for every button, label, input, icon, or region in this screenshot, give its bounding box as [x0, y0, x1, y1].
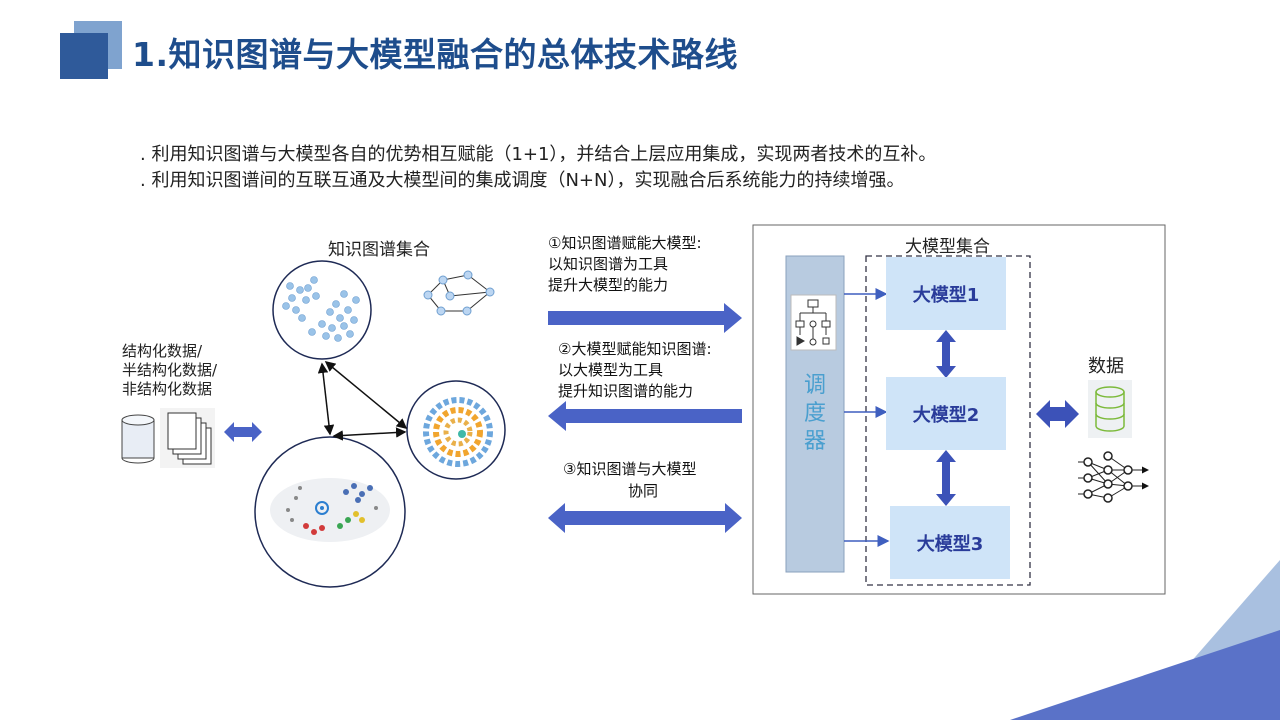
kg-connector-bottom-right	[332, 427, 407, 441]
kg-right-graph	[423, 397, 493, 467]
corner-decoration-dark	[1010, 630, 1280, 720]
bullet-1: . 利用知识图谱与大模型各自的优势相互赋能（1+1），并结合上层应用集成，实现两…	[140, 144, 937, 165]
scheduler-label: 调 度 器	[786, 372, 844, 456]
llm-set-label: 大模型集合	[905, 237, 990, 257]
neural-network-icon	[1078, 451, 1149, 503]
database-icon	[121, 414, 155, 464]
llm-box-3: 大模型3	[890, 506, 1010, 579]
arrow3-line1: ③知识图谱与大模型	[563, 460, 697, 478]
scheduler-char-2: 度	[803, 401, 826, 426]
data-type-unstructured: 非结构化数据	[122, 380, 213, 398]
data-type-semistructured: 半结构化数据/	[122, 361, 218, 379]
model-arrow-1-2	[936, 330, 956, 378]
arrow1-line3: 提升大模型的能力	[548, 276, 669, 294]
arrow3-line2: 协同	[628, 482, 659, 500]
arrow2-line3: 提升知识图谱的能力	[558, 382, 694, 400]
llm-dashed-group	[865, 255, 1031, 586]
llm-label-1: 大模型1	[912, 284, 980, 306]
arrow1-line2: 以知识图谱为工具	[548, 255, 669, 273]
llm-box-2: 大模型2	[886, 377, 1006, 450]
llm-label-3: 大模型3	[916, 533, 984, 555]
documents-icon	[160, 408, 215, 468]
kg-circle-top	[272, 260, 372, 360]
kg-connector-top-right	[324, 361, 408, 429]
arrow-llm-to-kg	[548, 401, 742, 431]
arrow-kg-to-llm	[548, 303, 742, 333]
llm-box-1: 大模型1	[886, 257, 1006, 330]
arrow1-line1: ①知识图谱赋能大模型:	[548, 234, 702, 252]
arrow2-line1: ②大模型赋能知识图谱:	[558, 340, 712, 358]
workflow-icon	[790, 294, 837, 351]
kg-connector-top-bottom	[317, 362, 335, 436]
page-title: 1.知识图谱与大模型融合的总体技术路线	[132, 35, 738, 74]
scheduler-char-1: 调	[803, 373, 826, 398]
data-label: 数据	[1088, 356, 1124, 377]
llm-data-double-arrow	[1036, 400, 1079, 428]
bullet-2: . 利用知识图谱间的互联互通及大模型间的集成调度（N+N），实现融合后系统能力的…	[140, 170, 905, 191]
model-arrow-2-3	[936, 450, 956, 506]
arrow-collaboration	[548, 503, 742, 533]
data-kg-double-arrow	[224, 422, 262, 442]
kg-bottom-graph	[270, 478, 390, 542]
kg-top-graph	[282, 276, 360, 342]
scheduler-char-3: 器	[803, 429, 826, 454]
arrow2-line2: 以大模型为工具	[558, 361, 664, 379]
kg-set-label: 知识图谱集合	[328, 240, 430, 260]
database-stack-icon	[1088, 380, 1132, 438]
title-decoration-front	[60, 33, 108, 79]
llm-label-2: 大模型2	[912, 404, 980, 426]
graph-icon	[423, 270, 495, 316]
data-type-structured: 结构化数据/	[122, 342, 203, 360]
